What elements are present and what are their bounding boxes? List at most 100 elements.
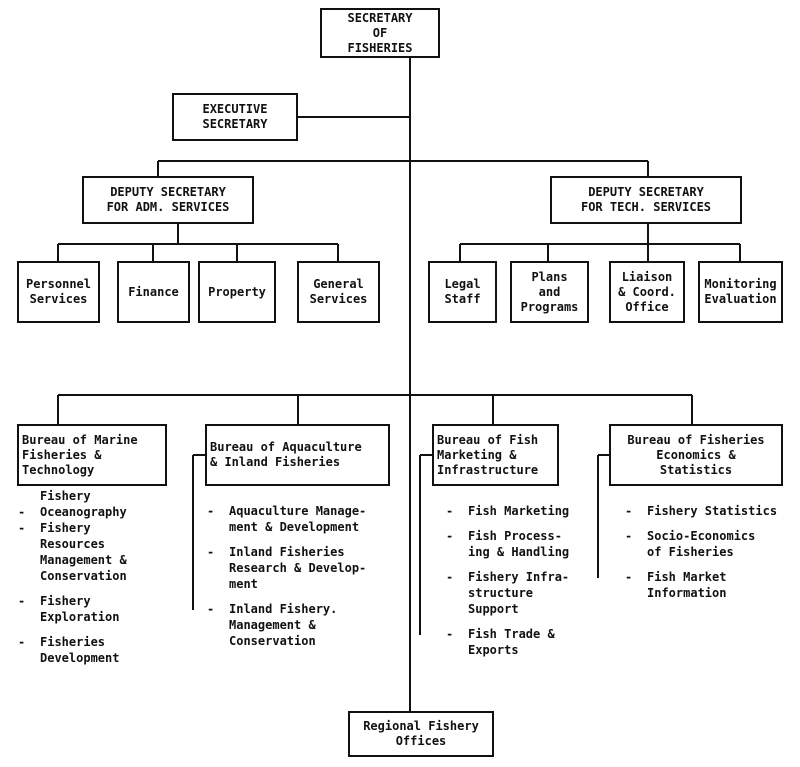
box-text-line: Staff bbox=[444, 292, 481, 306]
function-text-line: ing & Handling bbox=[468, 545, 570, 559]
fish-marketing-functions-list: Fish Marketing-Fish Process-ing & Handli… bbox=[446, 503, 569, 667]
function-text-line: ment bbox=[229, 577, 258, 591]
box-text-line: Bureau of Fish bbox=[437, 432, 539, 447]
box-text-line: DEPUTY SECRETARY bbox=[588, 185, 704, 199]
box-text-line: Offices bbox=[395, 734, 447, 748]
bureau-aquaculture-box: Bureau of Aquaculture& Inland Fisheries bbox=[205, 424, 390, 486]
function-text-line: Fishery bbox=[40, 594, 91, 608]
function-text-line: Research & Develop- bbox=[229, 561, 367, 575]
function-text-line: ment & Development bbox=[229, 520, 360, 534]
dash-bullet-icon: - bbox=[207, 602, 215, 616]
box-text-line: OF bbox=[372, 25, 388, 40]
box-text-line: Bureau of Fisheries bbox=[627, 432, 765, 447]
function-text-line: Oceanography bbox=[40, 505, 127, 519]
box-text-line: Technology bbox=[22, 462, 95, 477]
box-text-line: Infrastructure bbox=[437, 462, 539, 477]
box-text-line: DEPUTY SECRETARY bbox=[110, 185, 226, 199]
box-text-line: Evaluation bbox=[704, 292, 777, 306]
box-text-line: Statistics bbox=[659, 462, 733, 477]
box-text-line: and bbox=[538, 284, 561, 299]
dash-bullet-icon: - bbox=[446, 570, 454, 584]
dash-bullet-icon: - bbox=[446, 627, 454, 641]
liaison-office-box: Liaison& Coord.Office bbox=[609, 261, 685, 323]
dash-bullet-icon: - bbox=[207, 504, 215, 518]
dash-bullet-icon: - bbox=[18, 505, 26, 519]
function-item: Fishery Statistics- bbox=[625, 503, 777, 519]
box-text-line: Fisheries & bbox=[22, 447, 102, 462]
function-text-line: Fish Trade & bbox=[468, 627, 555, 641]
box-text-line: Services bbox=[309, 292, 368, 306]
dash-bullet-icon: - bbox=[625, 570, 633, 584]
function-text-line: Exports bbox=[468, 643, 519, 657]
function-text-line: Fishery bbox=[40, 489, 91, 503]
box-text-line: SECRETARY bbox=[202, 117, 268, 131]
function-item: Aquaculture Manage-ment & Development- bbox=[207, 503, 366, 535]
box-text-line: Regional Fishery bbox=[363, 719, 479, 733]
finance-box: Finance bbox=[117, 261, 190, 323]
function-text-line: Fish Marketing bbox=[468, 504, 570, 518]
box-text-line: EXECUTIVE bbox=[202, 102, 268, 116]
box-text-line: Personnel bbox=[25, 277, 92, 291]
box-text-line: Legal bbox=[444, 277, 481, 291]
box-text-line: Office bbox=[625, 299, 669, 314]
box-text-line: Programs bbox=[520, 299, 579, 314]
function-text-line: Fishery bbox=[40, 521, 91, 535]
function-item: Inland Fishery.Management &Conservation- bbox=[207, 601, 366, 649]
dash-bullet-icon: - bbox=[18, 521, 26, 535]
function-text-line: Management & bbox=[40, 553, 127, 567]
function-item: Fish Process-ing & Handling- bbox=[446, 528, 569, 560]
function-item: Fish Marketing- bbox=[446, 503, 569, 519]
box-text-line: FOR TECH. SERVICES bbox=[580, 200, 712, 214]
dash-bullet-icon: - bbox=[625, 529, 633, 543]
function-text-line: Fishery Infra- bbox=[468, 570, 570, 584]
function-text-line: Exploration bbox=[40, 610, 120, 624]
dash-bullet-icon: - bbox=[18, 594, 26, 608]
function-text-line: Inland Fishery. bbox=[229, 602, 338, 616]
dash-bullet-icon: - bbox=[18, 635, 26, 649]
box-text-line: Property bbox=[208, 284, 266, 299]
box-text-line: Bureau of Aquaculture bbox=[210, 440, 362, 454]
box-text-line: General bbox=[313, 277, 364, 291]
function-text-line: Conservation bbox=[40, 569, 127, 583]
box-text-line: & Inland Fisheries bbox=[210, 455, 341, 469]
box-text-line: Services bbox=[29, 292, 88, 306]
function-text-line: Development bbox=[40, 651, 120, 665]
box-text-line: Finance bbox=[128, 284, 179, 299]
dash-bullet-icon: - bbox=[446, 504, 454, 518]
function-text-line: Inland Fisheries bbox=[229, 545, 345, 559]
box-text-line: Liaison bbox=[621, 269, 673, 284]
box-text-line: Bureau of Marine bbox=[22, 432, 138, 447]
box-text-line: Monitoring bbox=[704, 277, 777, 291]
box-text-line: & Coord. bbox=[618, 284, 676, 299]
function-text-line: Fisheries bbox=[40, 635, 106, 649]
function-text-line: Fish Market bbox=[647, 570, 727, 584]
box-text-line: FISHERIES bbox=[347, 40, 413, 55]
box-text-line: Marketing & bbox=[437, 447, 517, 462]
function-text-line: Fish Process- bbox=[468, 529, 562, 543]
function-text-line: of Fisheries bbox=[647, 545, 734, 559]
dash-bullet-icon: - bbox=[446, 529, 454, 543]
function-text-line: structure bbox=[468, 586, 534, 600]
